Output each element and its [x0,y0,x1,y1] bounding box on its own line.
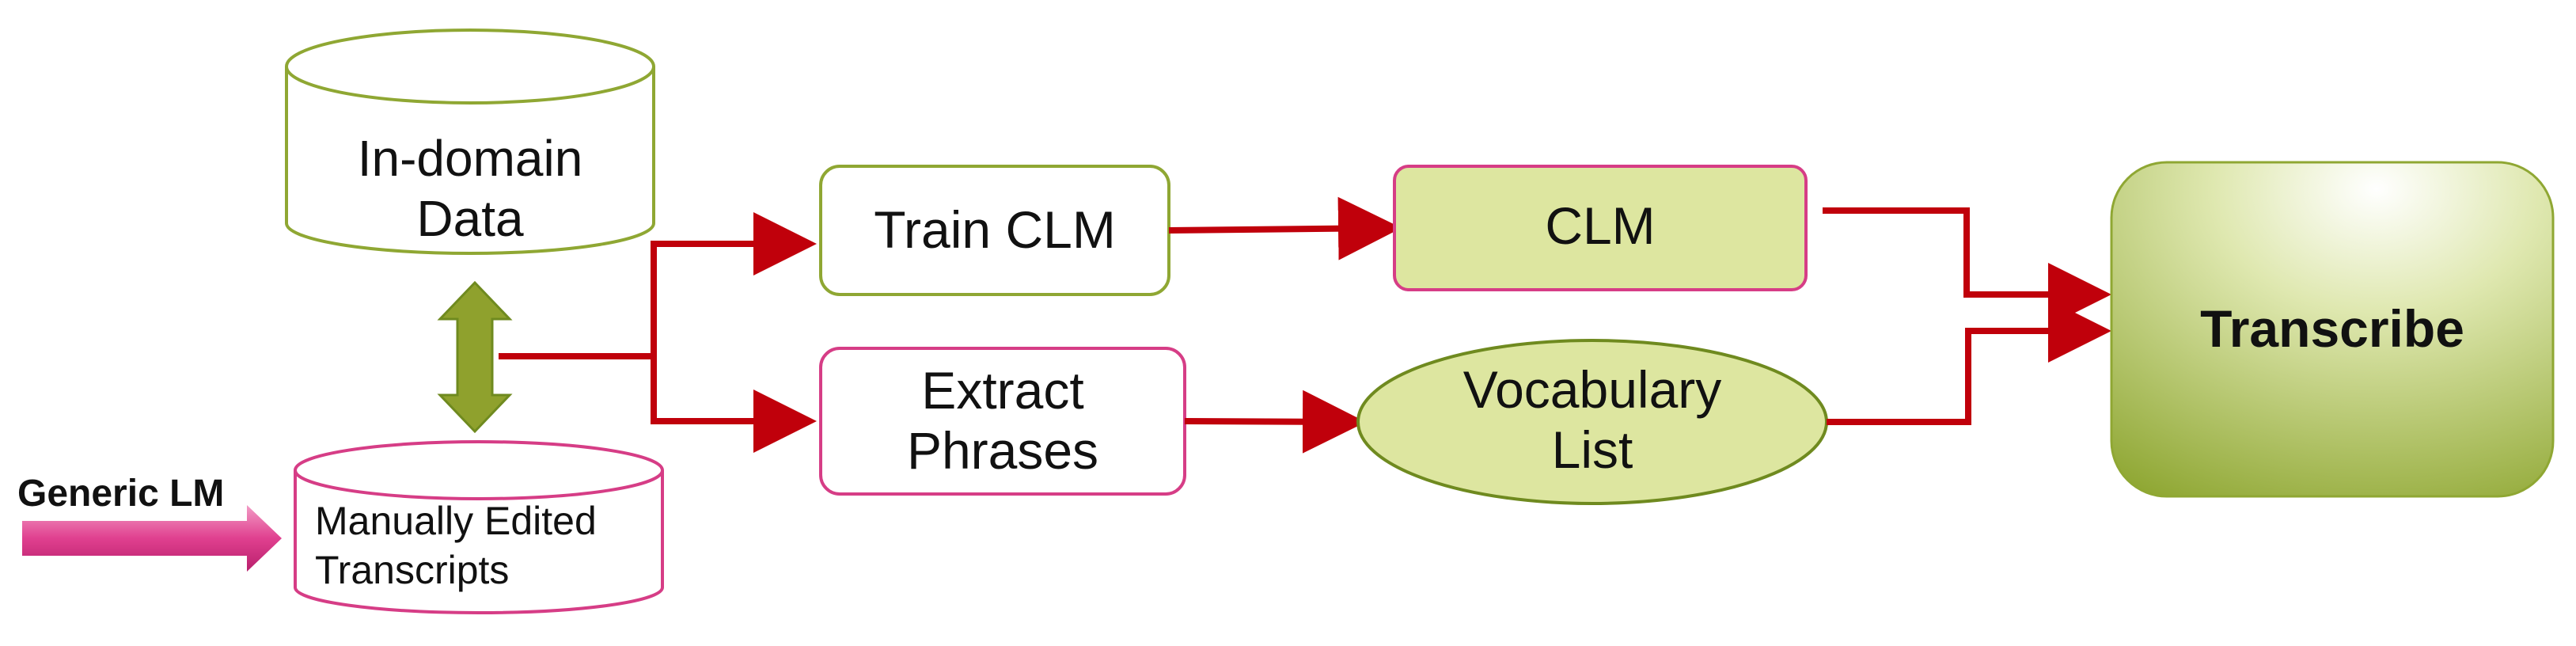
vocabulary-list-label-line1: Vocabulary [1463,360,1722,419]
generic-lm-arrow-icon [22,505,282,572]
manual-transcripts-cylinder: Manually Edited Transcripts [294,440,664,614]
split-connector [499,212,817,453]
train-clm-label: Train CLM [874,200,1116,259]
generic-lm-label: Generic LM [17,473,224,515]
vocabulary-list-label-line2: List [1552,420,1633,479]
in-domain-data-label-line2: Data [416,190,524,247]
transcribe-box: Transcribe [2110,161,2555,498]
train-to-clm-arrow [1168,196,1402,260]
vocabulary-list-ellipse: Vocabulary List [1356,339,1828,505]
extract-phrases-box: Extract Phrases [819,347,1186,496]
extract-phrases-label-line2: Phrases [907,421,1098,480]
clm-to-transcribe-arrow [1823,207,2111,326]
extract-phrases-label-line1: Extract [921,361,1083,420]
in-domain-data-label-line1: In-domain [358,130,583,187]
clm-label: CLM [1545,196,1655,255]
vocab-to-transcribe-arrow [1827,299,2111,425]
double-arrow-icon [437,280,513,434]
transcribe-label: Transcribe [2200,299,2464,358]
manual-transcripts-label-line1: Manually Edited [315,499,597,543]
extract-to-vocab-arrow [1184,390,1366,454]
train-clm-box: Train CLM [819,165,1170,296]
manual-transcripts-label-line2: Transcripts [315,548,509,592]
in-domain-data-cylinder: In-domain Data [285,28,655,255]
clm-box: CLM [1393,165,1808,291]
